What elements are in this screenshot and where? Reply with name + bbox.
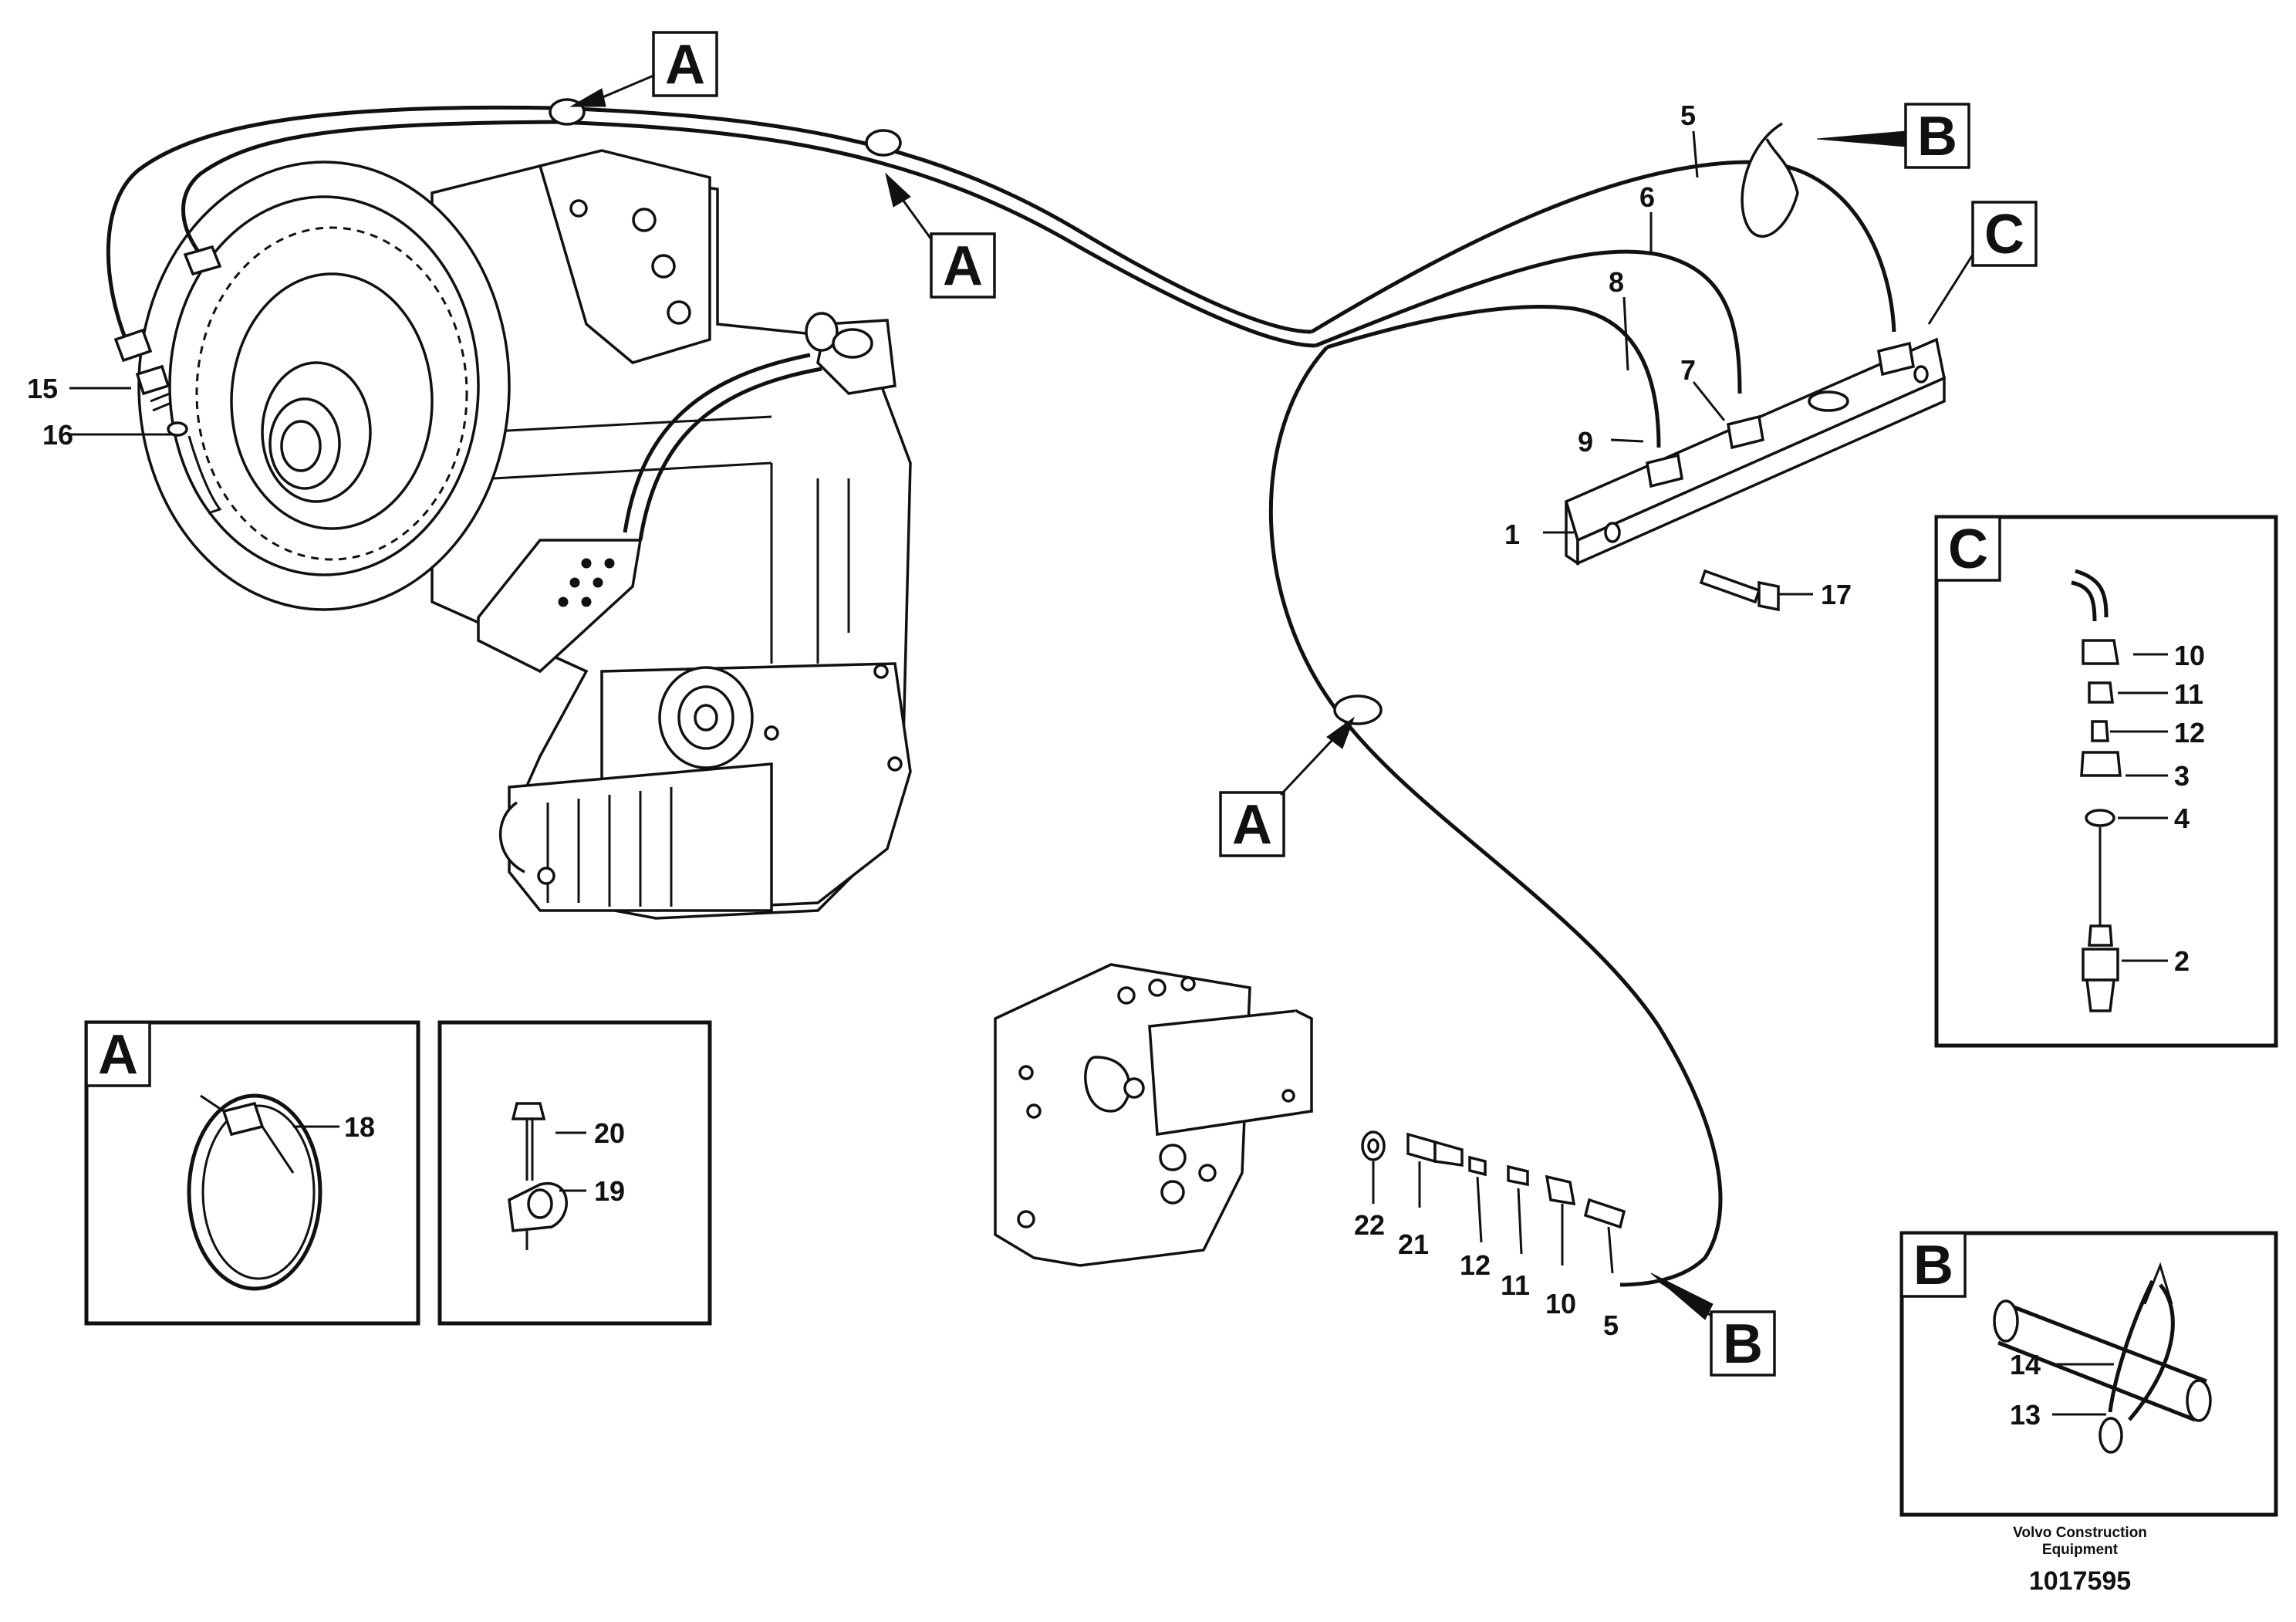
part-number-16: 16 [42, 419, 73, 451]
part-number-7: 7 [1680, 354, 1696, 386]
callout-a-top: A [569, 31, 718, 107]
part-number-10-valve: 10 [1545, 1288, 1576, 1320]
part-number-13: 13 [2010, 1399, 2041, 1431]
part-number-12: 12 [2174, 717, 2205, 748]
part-number-11: 11 [2174, 678, 2203, 710]
callout-letter-a: A [1232, 794, 1272, 856]
part-number-15: 15 [27, 373, 58, 404]
control-valve [994, 963, 1313, 1267]
manifold-block [1564, 337, 1946, 612]
part-number-1: 1 [1504, 519, 1520, 550]
footer: Volvo Construction Equipment 1017595 [2013, 1525, 2147, 1596]
part-number-6: 6 [1639, 181, 1655, 213]
part-labels: 1 5 6 8 7 9 17 15 16 18 20 19 10 11 12 3… [27, 100, 2205, 1431]
housing-connectors [477, 312, 896, 674]
callout-a-mid: A [885, 172, 996, 299]
callout-letter-b: B [1917, 106, 1957, 167]
detail-box-c: C [1934, 515, 2278, 1048]
drawing-number: 1017595 [2029, 1566, 2131, 1596]
part-number-14: 14 [2010, 1349, 2041, 1380]
part-number-18: 18 [344, 1111, 375, 1143]
part-number-8: 8 [1609, 266, 1624, 298]
company-line-2: Equipment [2042, 1542, 2119, 1558]
detail-a-letter: A [98, 1024, 138, 1086]
valve-fittings [1361, 1130, 1626, 1229]
part-number-20: 20 [594, 1117, 625, 1149]
hoses [106, 105, 1896, 1287]
detail-box-clip [437, 1020, 712, 1326]
part-number-5-valve: 5 [1603, 1309, 1619, 1341]
transmission-housing [430, 149, 912, 920]
detail-box-b: B [1899, 1231, 2278, 1517]
callout-letter-c: C [1984, 204, 2024, 265]
company-line-1: Volvo Construction [2013, 1525, 2147, 1541]
part-number-22: 22 [1354, 1209, 1385, 1241]
callout-c-top: C [1927, 201, 2038, 325]
left-fittings [113, 245, 222, 515]
part-number-19: 19 [594, 1175, 625, 1207]
part-number-11-valve: 11 [1501, 1269, 1530, 1301]
callout-b-top: B [1816, 103, 1970, 169]
part-number-12-valve: 12 [1460, 1249, 1491, 1281]
flywheel-converter [137, 161, 511, 611]
part-number-17: 17 [1821, 579, 1852, 610]
detail-b-letter: B [1913, 1235, 1953, 1296]
callout-letter-a: A [943, 235, 983, 297]
detail-c-letter: C [1948, 519, 1988, 580]
callout-letter-b: B [1723, 1313, 1763, 1375]
callout-a-lower: A [1219, 716, 1356, 857]
hose-clamps [549, 98, 1799, 725]
part-number-21: 21 [1398, 1228, 1429, 1260]
callout-letter-a: A [665, 34, 705, 96]
detail-box-a: A [84, 1020, 420, 1326]
callout-b-bottom: B [1650, 1272, 1776, 1377]
part-number-9: 9 [1578, 426, 1593, 458]
part-number-3: 3 [2174, 760, 2190, 792]
part-number-5: 5 [1680, 100, 1696, 131]
part-number-2: 2 [2174, 945, 2190, 977]
part-number-4: 4 [2174, 803, 2190, 834]
part-number-10: 10 [2174, 640, 2205, 671]
